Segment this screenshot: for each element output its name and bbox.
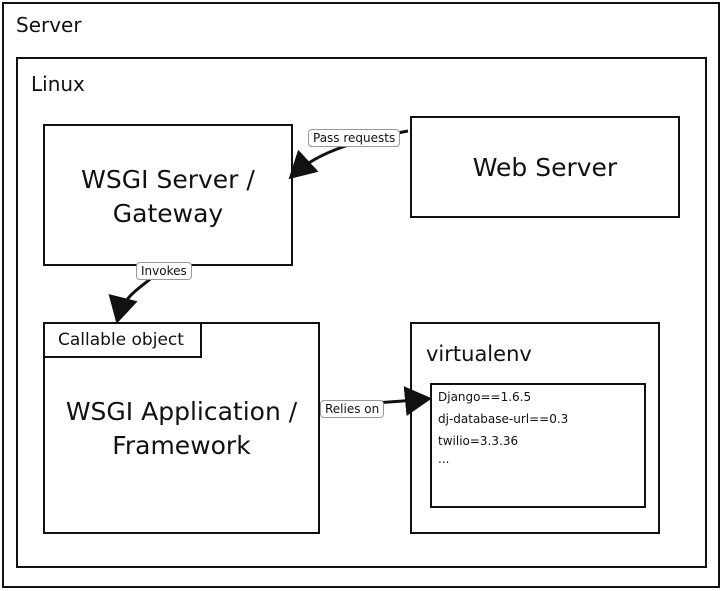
invokes-label: Invokes: [136, 262, 192, 280]
server-label: Server: [16, 13, 82, 37]
wsgi-server-label: WSGI Server / Gateway: [45, 163, 291, 231]
package-item: Django==1.6.5: [438, 390, 532, 404]
relies-on-label: Relies on: [320, 400, 385, 418]
wsgi-server-box: WSGI Server / Gateway: [43, 124, 293, 266]
wsgi-server-line1: WSGI Server /: [81, 165, 255, 194]
wsgi-app-label: WSGI Application / Framework: [45, 395, 318, 463]
wsgi-app-line1: WSGI Application /: [65, 397, 298, 426]
virtualenv-box: virtualenv Django==1.6.5 dj-database-url…: [410, 322, 660, 534]
virtualenv-label: virtualenv: [426, 342, 532, 366]
package-item: ...: [438, 452, 450, 466]
web-server-box: Web Server: [410, 116, 680, 218]
requirements-list: Django==1.6.5 dj-database-url==0.3 twili…: [430, 383, 646, 508]
callable-object-label: Callable object: [58, 330, 184, 350]
wsgi-app-line2: Framework: [112, 431, 251, 460]
web-server-label: Web Server: [472, 153, 618, 182]
linux-label: Linux: [31, 72, 85, 96]
package-item: dj-database-url==0.3: [438, 412, 569, 426]
package-item: twilio=3.3.36: [438, 434, 519, 448]
wsgi-server-line2: Gateway: [112, 199, 224, 228]
pass-requests-label: Pass requests: [308, 129, 401, 147]
